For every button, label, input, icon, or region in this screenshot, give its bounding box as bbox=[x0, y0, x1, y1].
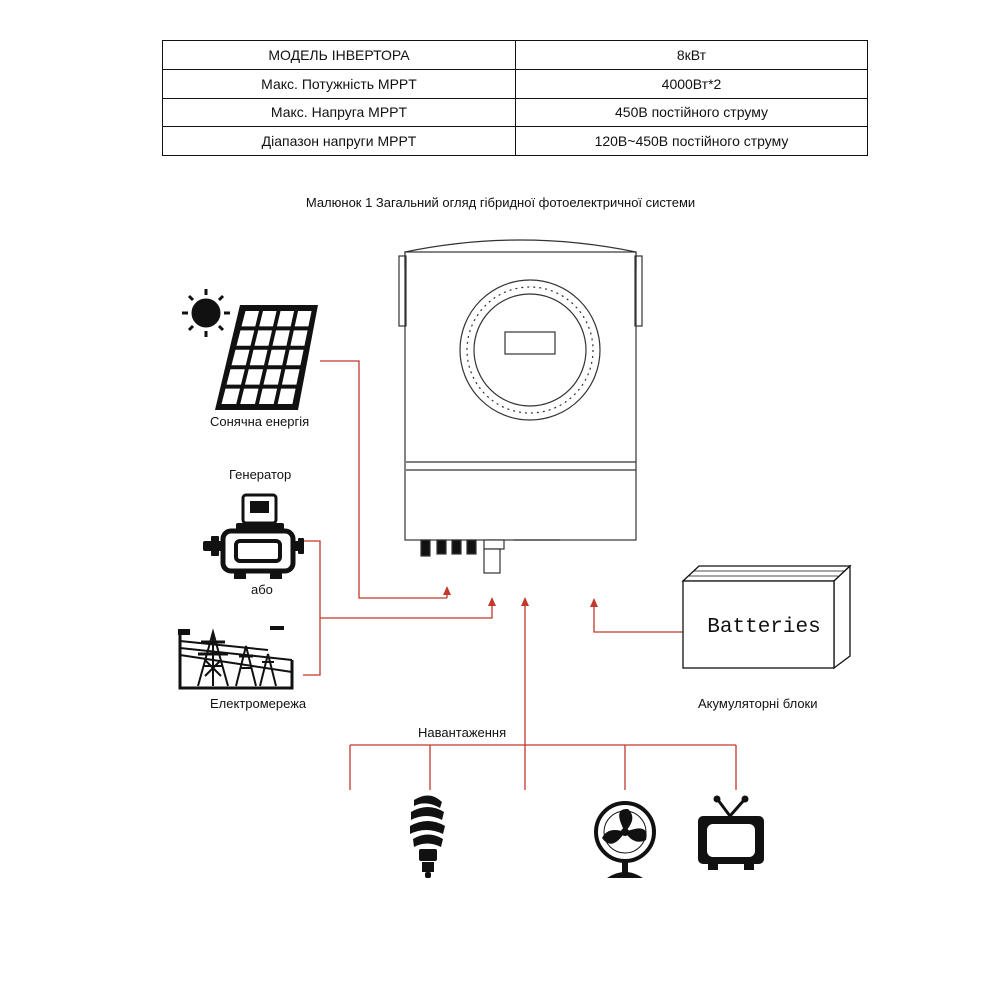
spec-value: 4000Вт*2 bbox=[515, 68, 868, 99]
arrow-battery bbox=[590, 598, 598, 607]
solar-cell bbox=[259, 311, 277, 327]
table-row: Макс. Потужність MPPT 4000Вт*2 bbox=[162, 68, 868, 99]
solar-cell bbox=[258, 388, 278, 404]
inverter-icon bbox=[398, 239, 643, 574]
solar-cell bbox=[263, 369, 282, 385]
solar-cell bbox=[272, 330, 290, 346]
ac-input-line bbox=[320, 600, 493, 619]
loads-label: Навантаження bbox=[418, 725, 507, 740]
solar-cell bbox=[236, 330, 255, 346]
solar-cell bbox=[226, 369, 245, 385]
battery-connection-line bbox=[593, 604, 683, 633]
arrow-load bbox=[521, 597, 529, 606]
solar-cell bbox=[277, 388, 296, 404]
grid-label: Електромережа bbox=[210, 696, 307, 711]
solar-label: Сонячна енергія bbox=[210, 414, 310, 429]
or-label: або bbox=[251, 582, 273, 597]
spec-param: МОДЕЛЬ ІНВЕРТОРА bbox=[162, 40, 516, 70]
batteries-label: Акумуляторні блоки bbox=[698, 696, 818, 711]
solar-cell bbox=[286, 349, 304, 366]
solar-cell bbox=[221, 388, 241, 404]
spec-value: 120В~450В постійного струму bbox=[515, 126, 868, 156]
table-row: МОДЕЛЬ ІНВЕРТОРА 8кВт bbox=[162, 40, 868, 70]
tv-icon bbox=[698, 795, 764, 870]
connection-lines bbox=[303, 360, 737, 790]
solar-cell bbox=[267, 349, 286, 366]
generator-label: Генератор bbox=[229, 467, 292, 482]
spec-param: Діапазон напруги MPPT bbox=[162, 126, 516, 156]
solar-cell bbox=[281, 369, 300, 385]
solar-cell bbox=[294, 311, 312, 327]
spec-param: Макс. Напруга MPPT bbox=[162, 97, 516, 128]
solar-cell bbox=[276, 311, 295, 327]
battery-box-text: Batteries bbox=[707, 616, 820, 639]
spec-value: 8кВт bbox=[515, 40, 868, 70]
arrow-solar bbox=[443, 586, 451, 595]
solar-cell bbox=[254, 330, 273, 346]
solar-cell bbox=[241, 311, 260, 327]
generator-connection-line bbox=[303, 540, 321, 676]
solar-cell bbox=[240, 388, 259, 404]
spec-value: 450В постійного струму bbox=[515, 97, 868, 128]
battery-icon bbox=[681, 564, 852, 670]
arrow-ac-input bbox=[488, 597, 496, 606]
spec-table: МОДЕЛЬ ІНВЕРТОРА 8кВт Макс. Потужність M… bbox=[162, 40, 868, 156]
solar-connection-line bbox=[320, 360, 447, 599]
power-grid-icon bbox=[178, 626, 294, 690]
sun-icon bbox=[182, 289, 230, 337]
figure-caption: Малюнок 1 Загальний огляд гібридної фото… bbox=[305, 195, 696, 210]
fan-icon bbox=[594, 801, 656, 878]
solar-cell bbox=[244, 369, 264, 385]
solar-cell bbox=[290, 330, 308, 346]
table-row: Макс. Напруга MPPT 450В постійного струм… bbox=[162, 97, 868, 128]
light-bulb-icon bbox=[410, 795, 445, 878]
generator-icon bbox=[203, 493, 304, 579]
solar-cell bbox=[249, 349, 268, 366]
table-row: Діапазон напруги MPPT 120В~450В постійно… bbox=[162, 126, 868, 156]
solar-panel-icon bbox=[215, 305, 318, 410]
solar-cell bbox=[231, 349, 250, 366]
